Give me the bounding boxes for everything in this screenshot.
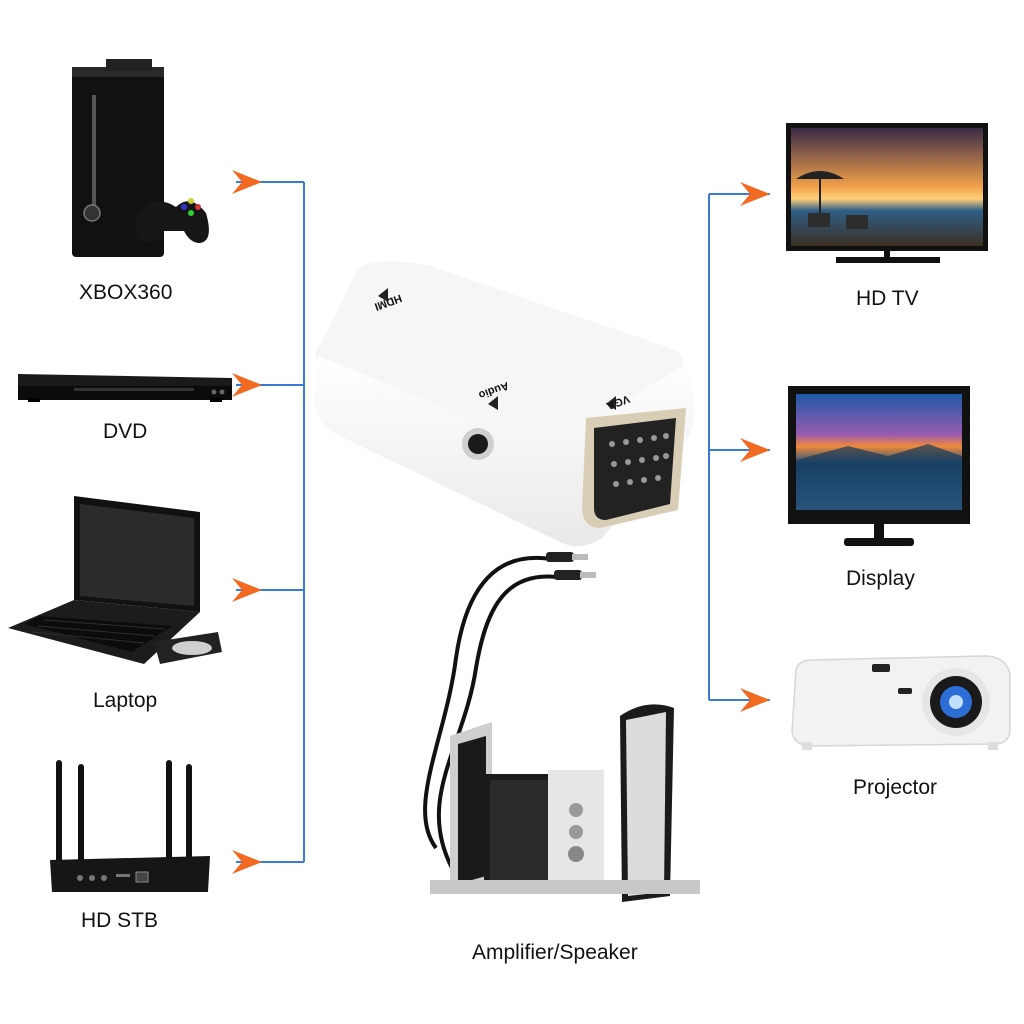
laptop-image [8,496,222,664]
amplifier-speaker-image [430,704,700,902]
amplifier-speaker-label: Amplifier/Speaker [472,941,638,964]
arrow-icon [740,688,770,712]
projector-label: Projector [853,776,938,799]
xbox360-label: XBOX360 [79,281,173,304]
hd-tv-label: HD TV [856,287,919,310]
arrow-icon [232,373,262,397]
xbox360-console-image [72,59,209,257]
dvd-player-image [18,374,232,402]
arrow-icon [232,170,262,194]
arrow-icon [232,578,262,602]
laptop-label: Laptop [93,689,158,712]
dvd-label: DVD [103,420,148,443]
projector-image [791,655,1011,750]
hdmi-to-vga-adapter-image [314,261,695,547]
arrow-icon [232,850,262,874]
arrow-icon [740,438,770,462]
arrow-icon [740,182,770,206]
hd-stb-label: HD STB [81,909,159,932]
audio-cable-image [423,552,596,869]
display-monitor-image [788,386,970,546]
hd-tv-image [786,123,988,263]
hd-stb-image [50,760,210,892]
display-label: Display [846,567,915,590]
